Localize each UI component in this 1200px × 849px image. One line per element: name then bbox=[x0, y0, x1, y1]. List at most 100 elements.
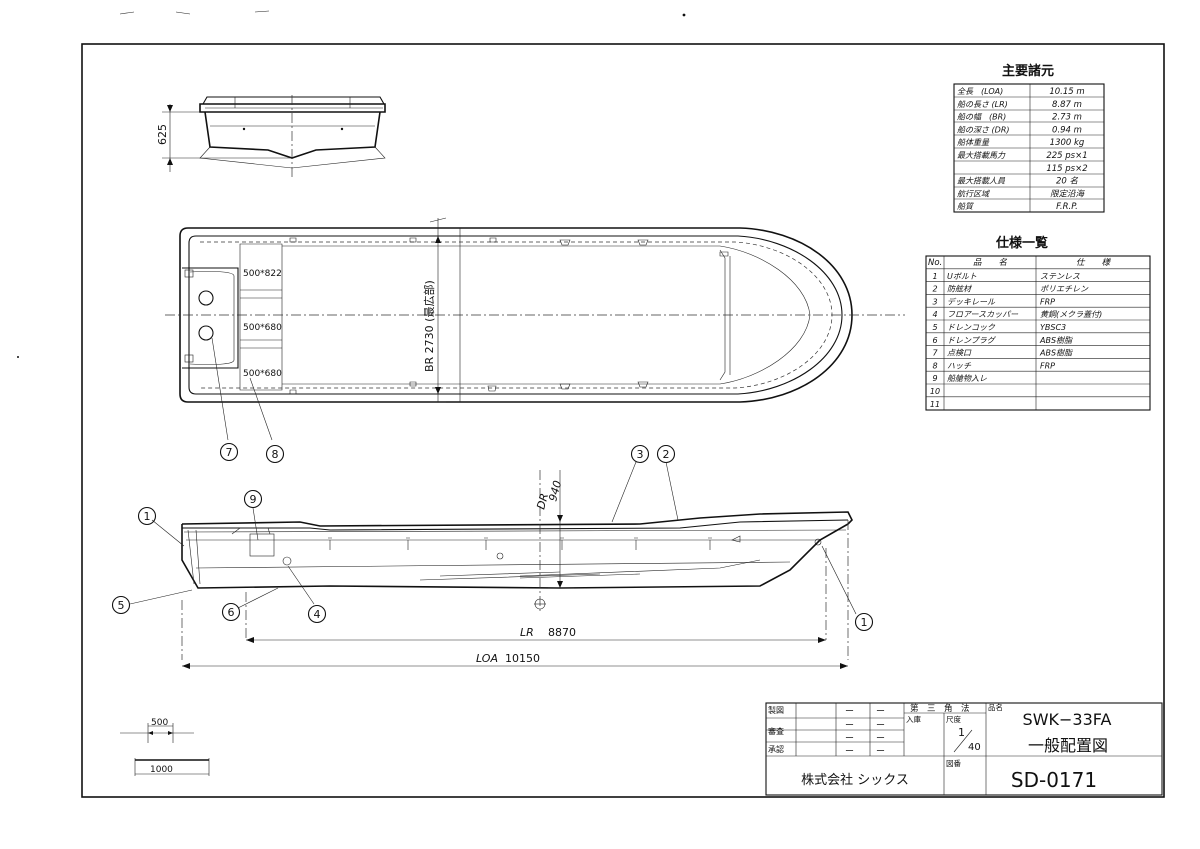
parts-row-spec: FRP bbox=[1040, 297, 1055, 306]
tb-company: 株式会社 シックス bbox=[801, 772, 909, 788]
callout-2: 2 bbox=[656, 444, 676, 464]
callout-3: 3 bbox=[630, 444, 650, 464]
stern-height-dim: 625 bbox=[156, 124, 169, 145]
parts-row-no: 8 bbox=[932, 361, 937, 370]
main-spec-label: 全長 (LOA) bbox=[957, 87, 1003, 96]
main-spec-value: 8.87 m bbox=[1052, 100, 1082, 110]
tb-dash-5: ー bbox=[845, 734, 854, 744]
parts-row-no: 2 bbox=[932, 285, 937, 294]
tb-dash-4: ー bbox=[876, 721, 885, 731]
parts-row-no: 7 bbox=[932, 349, 938, 358]
callout-5: 5 bbox=[111, 595, 131, 615]
main-spec-label: 船質 bbox=[957, 202, 974, 211]
parts-row-name: 点検口 bbox=[947, 349, 972, 358]
callout-7: 7 bbox=[219, 442, 239, 462]
main-spec-value: F.R.P. bbox=[1056, 202, 1078, 212]
tb-dash-2: ー bbox=[876, 707, 885, 717]
loa-value: 10150 bbox=[505, 652, 540, 665]
tb-model: SWK−33FA bbox=[1023, 710, 1112, 729]
parts-row-spec: 黄銅(メクラ蓋付) bbox=[1040, 310, 1102, 319]
svg-text:2: 2 bbox=[663, 448, 670, 461]
profile-view: DR 940 LR 8870 LOA 10150 bbox=[129, 461, 857, 669]
stern-view: 625 bbox=[156, 95, 386, 178]
tb-drawing-number: SD-0171 bbox=[1011, 768, 1097, 792]
tb-draw: 製図 bbox=[768, 705, 784, 715]
tb-projection: 第 三 角 法 bbox=[910, 703, 970, 714]
depth-value: 940 bbox=[546, 479, 564, 503]
hatch-size-3: 500*680 bbox=[243, 369, 282, 379]
title-block: 製図 審査 承認 ー ー ー ー ー ー ー ー 第 三 角 法 入庫 尺度 1… bbox=[765, 702, 1163, 796]
parts-row-no: 6 bbox=[932, 336, 937, 345]
parts-row-spec: ABS樹脂 bbox=[1039, 349, 1073, 358]
parts-row-name: デッキレール bbox=[947, 297, 996, 306]
tb-scale-label: 尺度 bbox=[946, 714, 961, 724]
svg-text:4: 4 bbox=[314, 608, 321, 621]
parts-header-no: No. bbox=[928, 258, 942, 268]
main-spec-label: 最大搭載人員 bbox=[957, 177, 1006, 186]
tb-dash-7: ー bbox=[845, 747, 854, 757]
parts-row-no: 9 bbox=[932, 374, 937, 383]
parts-row-spec: ABS樹脂 bbox=[1039, 336, 1073, 345]
main-spec-value: 2.73 m bbox=[1052, 113, 1082, 123]
main-spec-value: 1300 kg bbox=[1050, 138, 1085, 148]
plan-view: BR 2730 (最広部) 500*822 500*680 500*680 bbox=[165, 217, 905, 441]
main-spec-label: 最大搭載馬力 bbox=[957, 151, 1006, 160]
loa-label: LOA bbox=[476, 652, 498, 665]
parts-row-name: Uボルト bbox=[947, 272, 977, 281]
main-spec-label: 航行区域 bbox=[957, 189, 990, 198]
main-spec-label: 船の長さ (LR) bbox=[957, 100, 1008, 109]
callout-9: 9 bbox=[243, 489, 263, 509]
depth-label: DR bbox=[534, 492, 551, 511]
lr-value: 8870 bbox=[548, 626, 576, 639]
callout-4: 4 bbox=[307, 604, 327, 624]
svg-text:1: 1 bbox=[144, 510, 151, 523]
parts-list-title: 仕様一覧 bbox=[995, 235, 1048, 251]
parts-row-name: フロアースカッパー bbox=[947, 310, 1019, 319]
callout-6: 6 bbox=[221, 602, 241, 622]
scan-marks bbox=[17, 10, 686, 358]
drawing-border bbox=[81, 43, 1165, 798]
tb-drawing-name: 一般配置図 bbox=[1028, 736, 1108, 755]
svg-text:8: 8 bbox=[272, 448, 279, 461]
tb-entry: 入庫 bbox=[906, 714, 921, 724]
tb-name-label: 品名 bbox=[988, 702, 1003, 712]
parts-row-no: 4 bbox=[932, 310, 937, 319]
parts-header-spec: 仕 様 bbox=[1076, 257, 1112, 268]
parts-header-name: 品 名 bbox=[973, 257, 1008, 268]
tb-scale-num: 1 bbox=[958, 726, 965, 739]
main-spec-value: 10.15 m bbox=[1049, 87, 1084, 97]
svg-text:3: 3 bbox=[637, 448, 644, 461]
main-spec-label: 船の幅 (BR) bbox=[957, 113, 1006, 122]
tb-number-label: 図番 bbox=[946, 758, 961, 768]
beam-dim: BR 2730 (最広部) bbox=[422, 280, 436, 372]
svg-text:6: 6 bbox=[228, 606, 235, 619]
parts-row-spec: ポリエチレン bbox=[1040, 285, 1089, 294]
tb-dash-3: ー bbox=[845, 721, 854, 731]
tb-dash-1: ー bbox=[845, 707, 854, 717]
main-spec-value: 115 ps×2 bbox=[1046, 164, 1087, 174]
parts-row-name: ハッチ bbox=[947, 361, 972, 370]
parts-row-spec: FRP bbox=[1040, 361, 1055, 370]
parts-row-no: 5 bbox=[932, 323, 937, 332]
hatch-size-2: 500*680 bbox=[243, 323, 282, 333]
scale-bar-small: 500 bbox=[151, 718, 168, 728]
main-spec-value: 0.94 m bbox=[1052, 125, 1082, 135]
svg-text:9: 9 bbox=[250, 493, 257, 506]
tb-approve: 承認 bbox=[768, 744, 784, 754]
tb-scale-den: 40 bbox=[968, 742, 981, 753]
svg-text:1: 1 bbox=[861, 616, 868, 629]
callout-8: 8 bbox=[265, 444, 285, 464]
scale-bar: 500 1000 bbox=[120, 718, 210, 776]
main-spec-label: 船体重量 bbox=[957, 138, 990, 147]
main-spec-table: 主要諸元 全長 (LOA) 10.15 m 船の長さ (LR) 8.87 m 船の幅 (… bbox=[953, 63, 1105, 213]
parts-row-name: 船艙物入レ bbox=[947, 374, 987, 383]
parts-row-spec: ステンレス bbox=[1040, 272, 1080, 281]
main-spec-value: 限定沿海 bbox=[1050, 188, 1086, 199]
svg-text:5: 5 bbox=[118, 599, 125, 612]
parts-row-name: ドレンプラグ bbox=[947, 336, 997, 345]
main-spec-title: 主要諸元 bbox=[1002, 63, 1054, 79]
main-spec-label: 船の深さ (DR) bbox=[957, 125, 1010, 134]
hatch-size-1: 500*822 bbox=[243, 269, 282, 279]
parts-row-name: 防舷材 bbox=[947, 285, 972, 294]
